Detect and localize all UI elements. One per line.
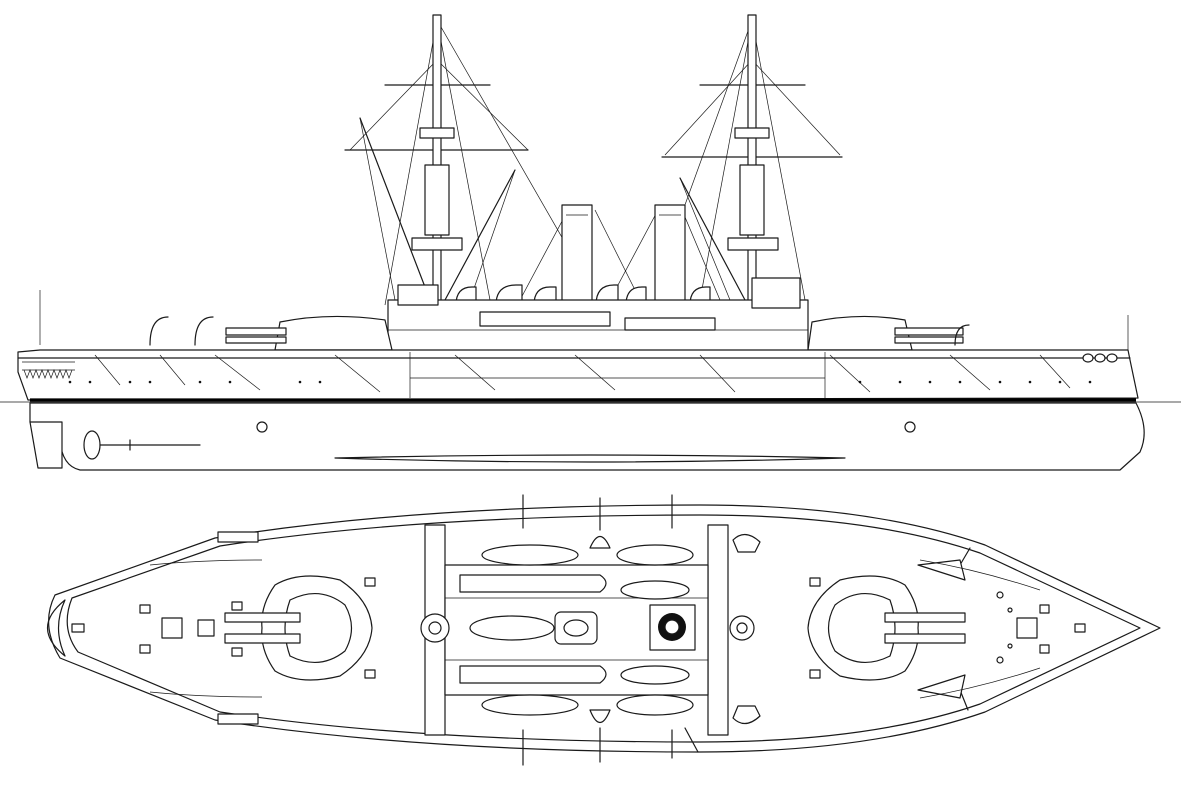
funnels [562, 205, 685, 313]
rudder-propeller [30, 422, 200, 468]
accommodation-ladder [218, 714, 258, 724]
aft-turret-plan [808, 576, 965, 680]
davits [150, 317, 969, 345]
yards [345, 85, 842, 157]
deck-fittings [72, 578, 1085, 678]
stern-walk [48, 600, 66, 656]
torpedo-net-booms [95, 355, 1070, 392]
casemate-sponsons [590, 534, 965, 723]
stern-gallery [22, 362, 75, 378]
aft-turret-side [808, 316, 963, 350]
ships-boats [460, 545, 693, 715]
portholes [68, 380, 1092, 384]
secondary-guns-plan [523, 495, 970, 765]
hawse-pipes [1083, 354, 1117, 362]
deck-inner-edge [67, 515, 1140, 742]
funnel-tops [555, 605, 695, 650]
hull-lower [30, 403, 1144, 470]
fore-turret-side [226, 316, 392, 350]
deck-plan-view [48, 495, 1161, 765]
deck-seams [150, 560, 1040, 698]
superstructure [388, 278, 808, 352]
main-mast [728, 15, 778, 355]
mast-plan [421, 614, 754, 642]
derrick-booms [360, 118, 745, 300]
fore-turret-plan [225, 576, 372, 680]
side-elevation-view [0, 15, 1181, 470]
accommodation-ladder [218, 532, 258, 542]
hull-upper [18, 350, 1138, 400]
